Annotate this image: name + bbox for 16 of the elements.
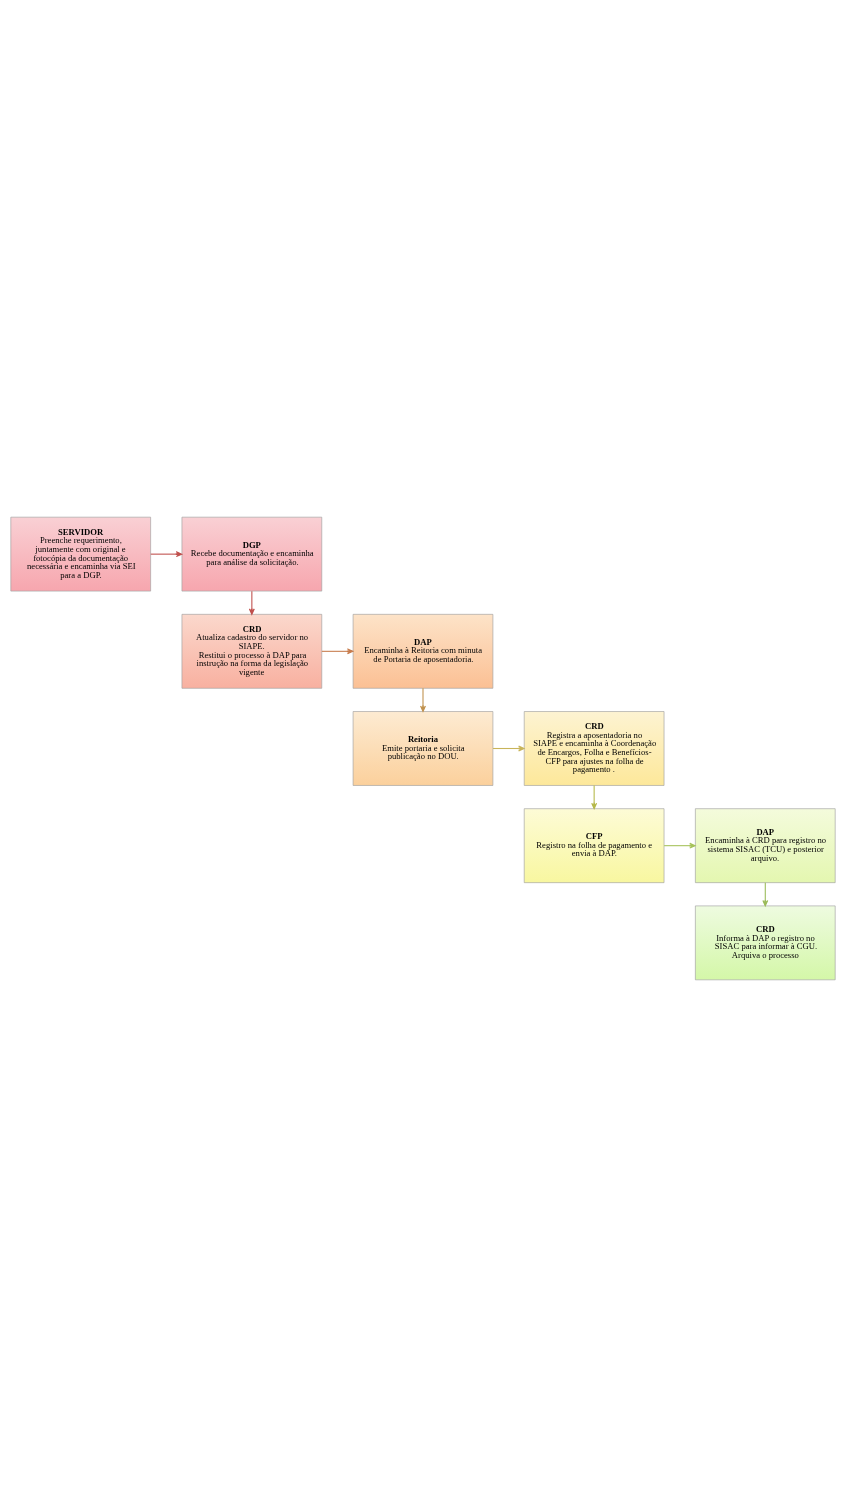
- node-box: CRD Informa à DAP o registro no SISAC para informar à CGU. Arquiva o processo: [695, 905, 836, 981]
- node-box: DAP Encaminha à CRD para registro no sistema SISAC (TCU) e posterior arquivo.: [695, 808, 836, 883]
- arrow: [663, 842, 696, 849]
- arrow: [248, 590, 255, 615]
- node-box: SERVIDOR Preenche requerimento, juntamente com original e fotocópia da documentação necessária e encaminha via SEI para a DGP.: [10, 516, 151, 592]
- arrow: [492, 745, 525, 752]
- node-box: Reitoria Emite portaria e solicita publicação no DOU.: [352, 711, 494, 786]
- arrow: [591, 784, 598, 810]
- node-box: CRD Registra a aposentadoria no SIAPE e encaminha à Coordenação de Encargos, Folha e Benefícios-CFP para ajustes na folha de pagamento .: [523, 711, 665, 786]
- node-box: CRD Atualiza cadastro do servidor no SIAPE. Restitui o processo à DAP para instrução na forma da legislação vigente: [181, 614, 323, 689]
- arrow: [321, 648, 354, 655]
- node-box: DGP Recebe documentação e encaminha para análise da solicitação.: [181, 516, 323, 592]
- arrow: [150, 551, 183, 558]
- arrow: [420, 687, 426, 713]
- node-box: CFP Registro na folha de pagamento e envia à DAP.: [523, 808, 665, 883]
- node-box: DAP Encaminha à Reitoria com minuta de Portaria de aposentadoria.: [352, 614, 494, 689]
